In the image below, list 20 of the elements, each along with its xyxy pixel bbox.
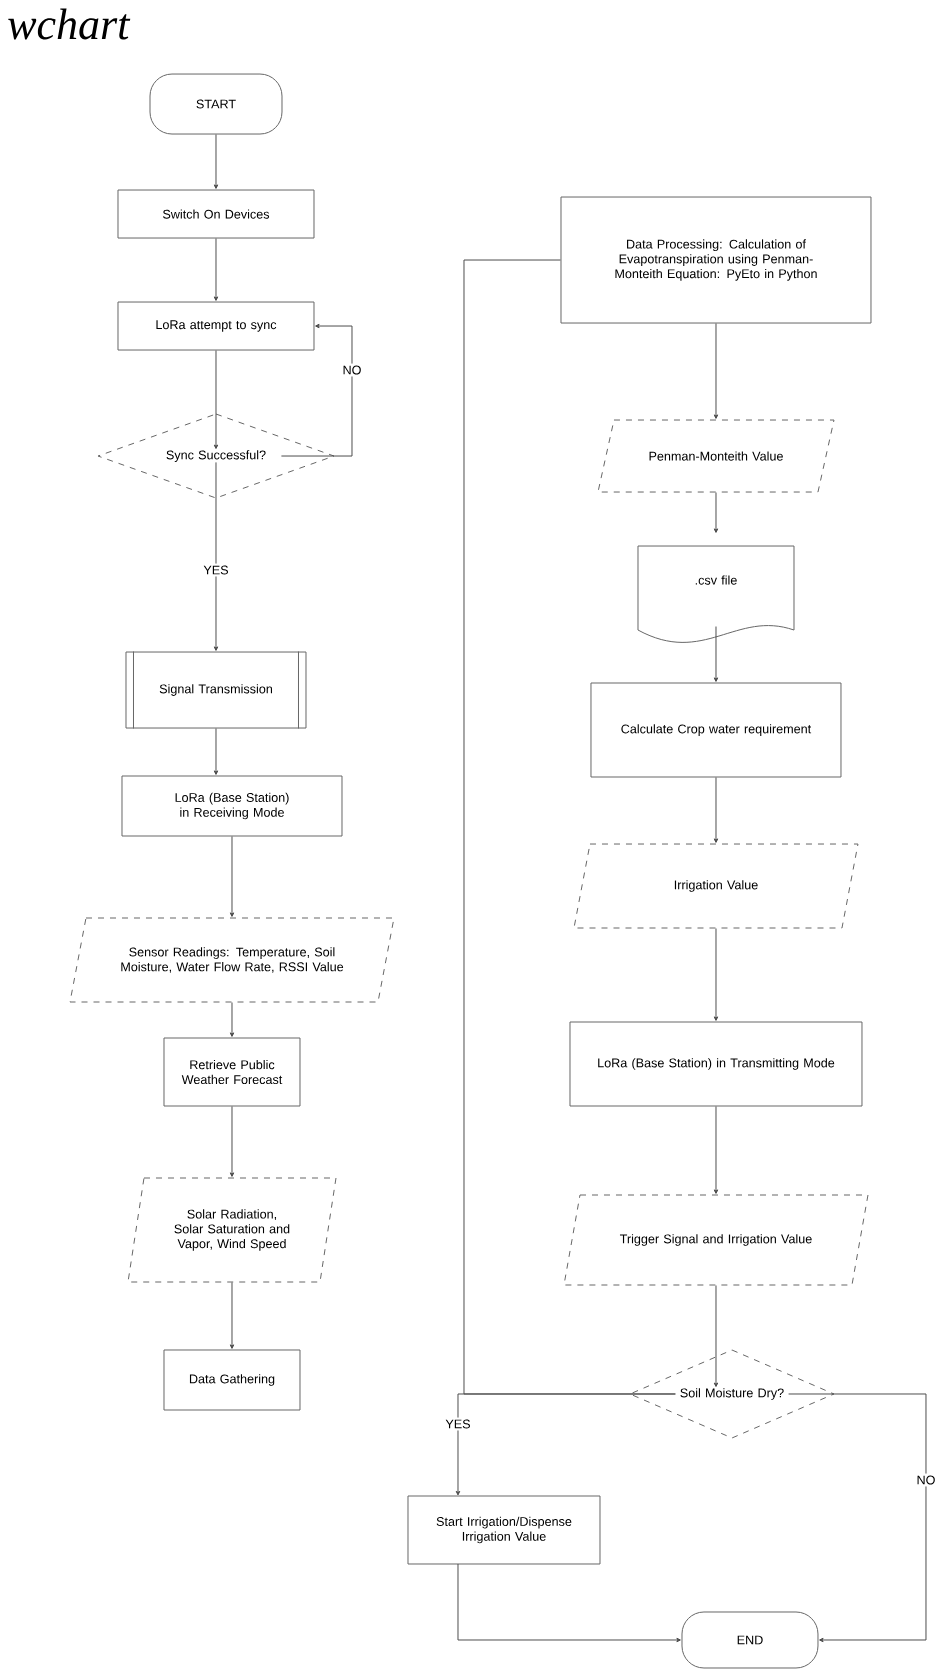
arrow [713,777,719,843]
arrow [229,1106,235,1177]
arrow [713,626,719,682]
arrow [213,134,219,189]
arrow [457,1563,681,1643]
title: wchart [8,8,131,40]
arrow [213,461,219,651]
arrow [213,238,219,301]
arrow [713,323,719,419]
arrow [713,928,719,1021]
arrow [229,1002,235,1037]
arrow [455,1393,676,1496]
arrow [229,1282,235,1349]
arrow [788,1393,927,1643]
arrow [213,350,219,450]
arrow [229,836,235,917]
arrow [713,1285,719,1387]
arrow [713,492,719,533]
arrow [213,728,219,775]
arrow [713,1106,719,1194]
